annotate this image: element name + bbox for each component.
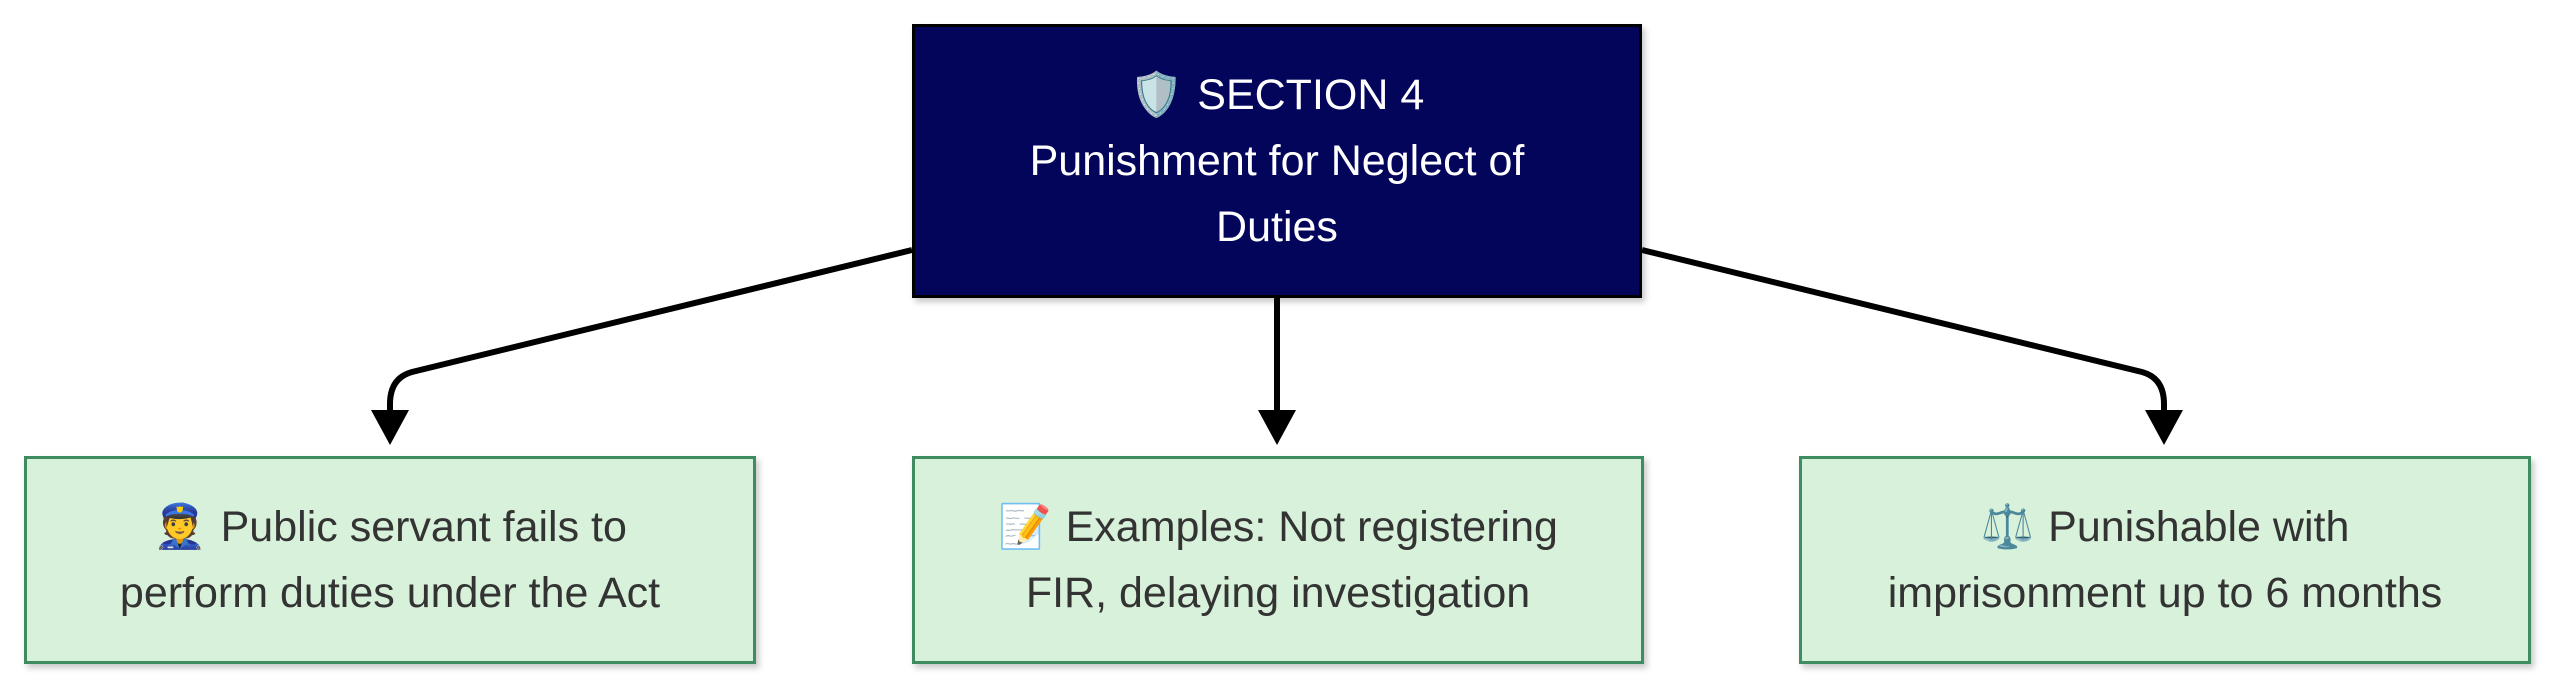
child-node-line1: 👮 Public servant fails to <box>120 494 660 560</box>
child-node-text: Public servant fails to <box>220 503 627 551</box>
section-title: SECTION 4 <box>1197 71 1425 119</box>
arrowhead-right <box>2145 410 2183 445</box>
child-node-line2: perform duties under the Act <box>119 569 661 617</box>
scales-icon: ⚖️ <box>1980 503 2035 551</box>
arrowhead-center <box>1258 410 1296 445</box>
section-subtitle-line1: Punishment for Neglect of <box>1029 137 1525 185</box>
child-node-examples: 📝 Examples: Not registering FIR, delaying… <box>912 456 1644 664</box>
arrowhead-left <box>371 410 409 445</box>
child-node-text: Punishable with <box>2048 503 2350 551</box>
child-node-punishment: ⚖️ Punishable with imprisonment up to 6 m… <box>1799 456 2531 664</box>
edge-root-to-left <box>387 247 913 412</box>
child-node-text: Examples: Not registering <box>1065 503 1558 551</box>
child-node-line2: FIR, delaying investigation <box>1025 569 1531 617</box>
section-subtitle-line2: Duties <box>1216 203 1338 251</box>
police-officer-icon: 👮 <box>153 503 207 551</box>
child-node-line1: ⚖️ Punishable with <box>1888 494 2443 560</box>
child-node-public-servant: 👮 Public servant fails to perform duties … <box>24 456 756 664</box>
child-node-line2: imprisonment up to 6 months <box>1887 569 2443 617</box>
section-title-line: 🛡️ SECTION 4 <box>1030 62 1525 128</box>
shield-icon: 🛡️ <box>1129 71 1184 119</box>
child-node-line1: 📝 Examples: Not registering <box>998 494 1558 560</box>
edge-root-to-right <box>1641 247 2167 412</box>
memo-icon: 📝 <box>998 503 1052 551</box>
section-node: 🛡️ SECTION 4 Punishment for Neglect of Du… <box>912 24 1642 298</box>
